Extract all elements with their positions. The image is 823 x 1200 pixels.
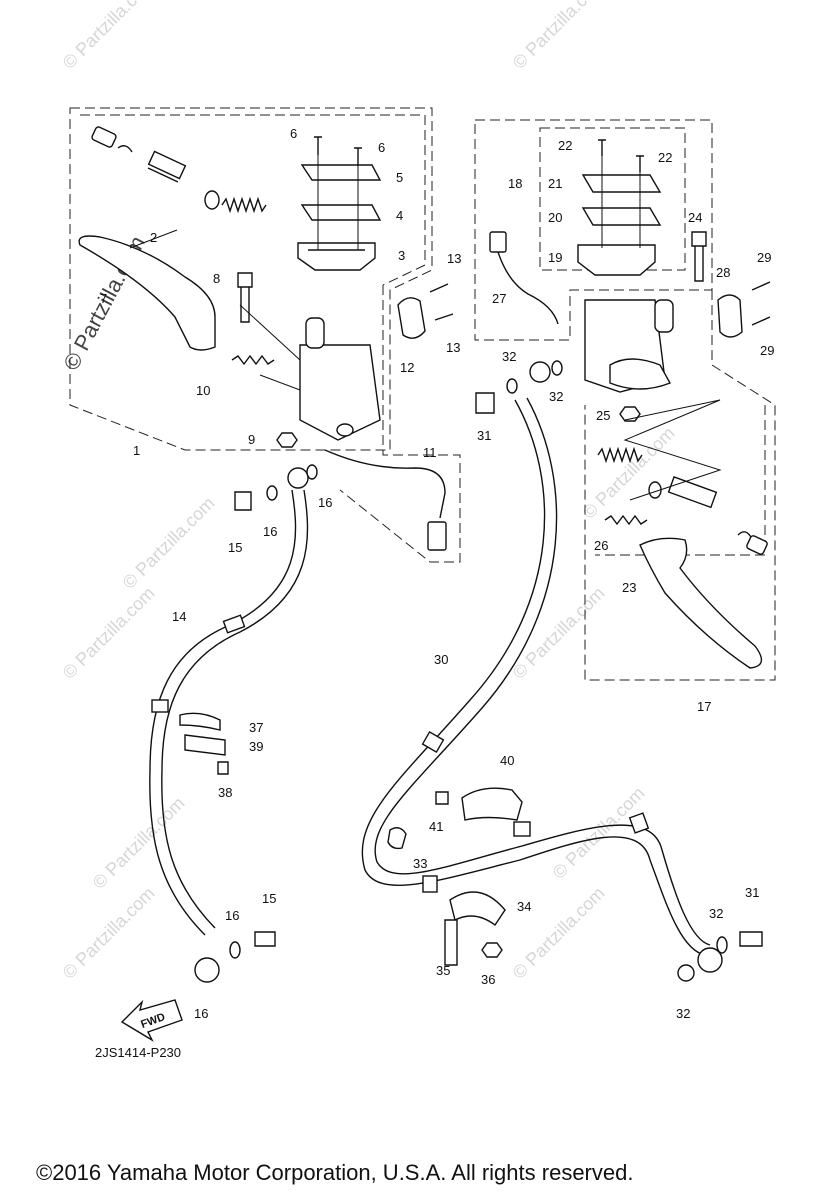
callout-24: 24	[688, 210, 702, 225]
callout-21: 21	[548, 176, 562, 191]
callout-18: 18	[508, 176, 522, 191]
callout-38: 38	[218, 785, 232, 800]
callout-13: 13	[447, 251, 461, 266]
callout-16: 16	[194, 1006, 208, 1021]
diagram-code: 2JS1414-P230	[95, 1045, 181, 1060]
callout-26: 26	[594, 538, 608, 553]
callout-14: 14	[172, 609, 186, 624]
front-brake-switch-left	[324, 285, 461, 563]
watermark: © Partzilla.com	[59, 883, 159, 983]
callout-32: 32	[709, 906, 723, 921]
watermark: © Partzilla.com	[509, 0, 609, 73]
callout-28: 28	[716, 265, 730, 280]
callout-40: 40	[500, 753, 514, 768]
watermark: © Partzilla.com	[59, 0, 159, 73]
callout-29: 29	[757, 250, 771, 265]
callout-12: 12	[400, 360, 414, 375]
watermark-layer: © Partzilla.com © Partzilla.com © Partzi…	[58, 0, 678, 983]
callout-11: 11	[423, 445, 437, 460]
callout-39: 39	[249, 739, 263, 754]
callout-2: 2	[150, 230, 157, 245]
callout-32: 32	[549, 389, 563, 404]
left-brake-hose	[149, 464, 318, 983]
callout-32: 32	[502, 349, 516, 364]
callout-15: 15	[228, 540, 242, 555]
callout-22: 22	[658, 150, 672, 165]
callout-34: 34	[517, 899, 531, 914]
right-brake-hose	[361, 360, 763, 982]
callout-1: 1	[133, 443, 140, 458]
callout-33: 33	[413, 856, 427, 871]
callout-10: 10	[196, 383, 210, 398]
callout-7: 7	[100, 291, 107, 306]
right-master-cylinder-assembly	[474, 119, 776, 681]
callout-9: 9	[248, 432, 255, 447]
callout-6: 6	[290, 126, 297, 141]
watermark: © Partzilla.com	[509, 583, 609, 683]
callout-17: 17	[697, 699, 711, 714]
callout-20: 20	[548, 210, 562, 225]
copyright-text: ©2016 Yamaha Motor Corporation, U.S.A. A…	[36, 1160, 633, 1185]
callout-23: 23	[622, 580, 636, 595]
watermark: © Partzilla.com	[549, 783, 649, 883]
callout-41: 41	[429, 819, 443, 834]
callout-36: 36	[481, 972, 495, 987]
callout-25: 25	[596, 408, 610, 423]
callout-3: 3	[398, 248, 405, 263]
callout-30: 30	[434, 652, 448, 667]
left-master-cylinder-assembly	[69, 107, 454, 451]
callout-16: 16	[225, 908, 239, 923]
callout-19: 19	[548, 250, 562, 265]
callout-27: 27	[492, 291, 506, 306]
callout-29: 29	[760, 343, 774, 358]
callout-5: 5	[396, 170, 403, 185]
callout-31: 31	[477, 428, 491, 443]
callout-37: 37	[249, 720, 263, 735]
callout-15: 15	[262, 891, 276, 906]
watermark: © Partzilla.com	[59, 583, 159, 683]
callout-13: 13	[446, 340, 460, 355]
watermark: © Partzilla.com	[579, 423, 679, 523]
watermark: © Partzilla.com	[119, 493, 219, 593]
callout-4: 4	[396, 208, 403, 223]
callout-31: 31	[745, 885, 759, 900]
fwd-arrow: FWD	[120, 999, 183, 1042]
watermark: © Partzilla.com	[89, 793, 189, 893]
callout-16: 16	[263, 524, 277, 539]
callout-22: 22	[558, 138, 572, 153]
callout-labels: 1 2 3 4 5 6 6 7 8 9 10 11 12 13 13 14 15…	[100, 126, 774, 1021]
callout-6: 6	[378, 140, 385, 155]
callout-8: 8	[213, 271, 220, 286]
callout-35: 35	[436, 963, 450, 978]
watermark: © Partzilla.com	[509, 883, 609, 983]
callout-32: 32	[676, 1006, 690, 1021]
callout-16: 16	[318, 495, 332, 510]
